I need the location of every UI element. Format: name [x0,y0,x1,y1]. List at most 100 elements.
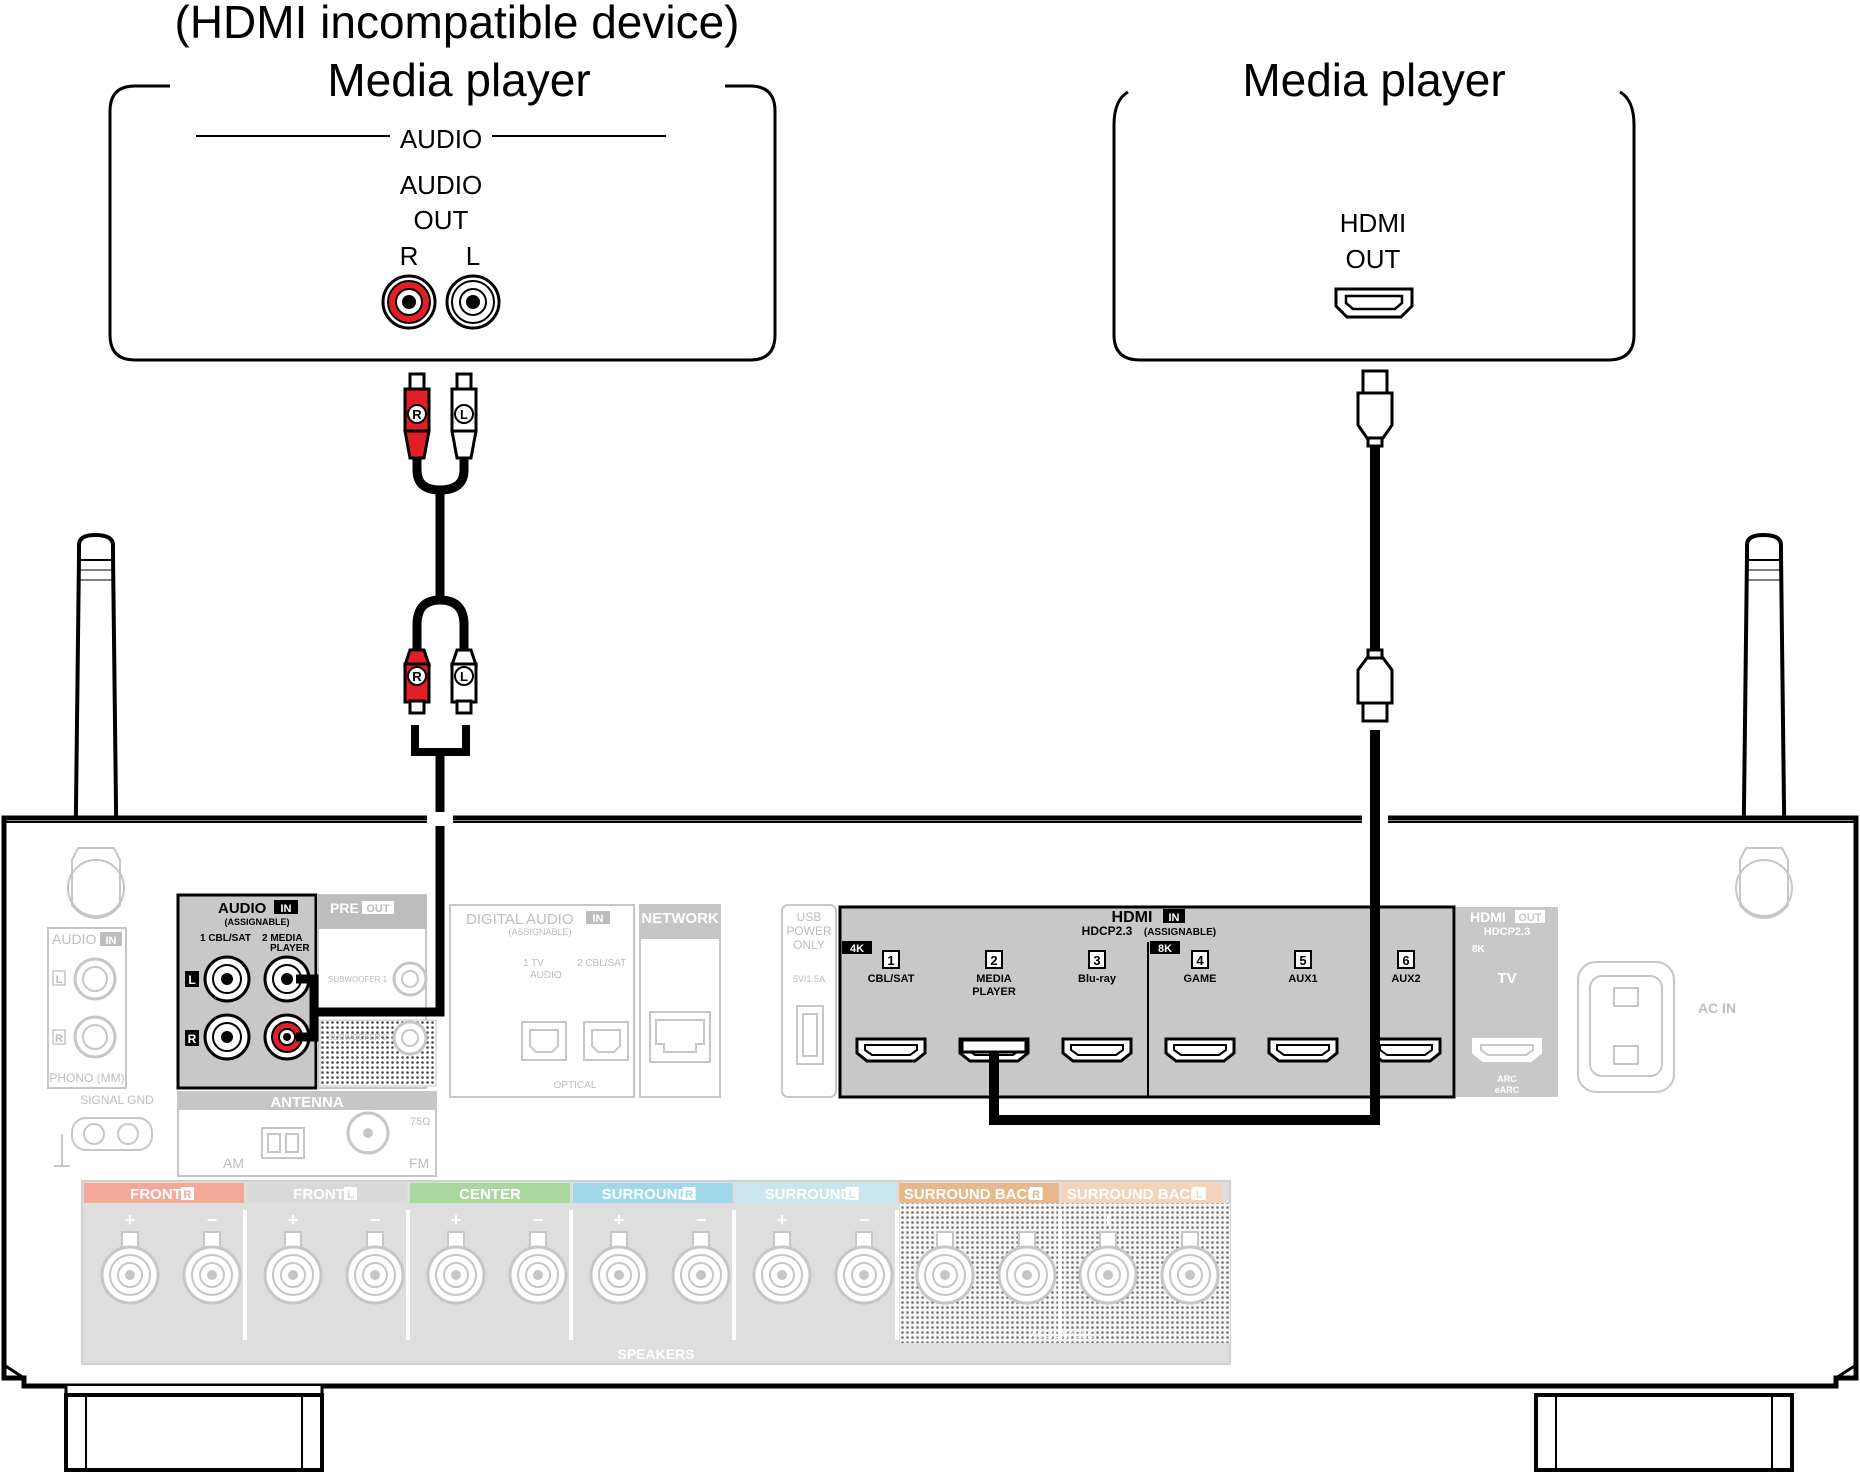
audio-in-title: AUDIO [218,900,267,917]
foot-right-pad [1534,1393,1794,1472]
rca-jack-red [381,274,437,330]
speaker-side-badge: L [1196,1189,1203,1201]
audio-in-l: L [188,973,195,987]
speaker-side-badge: R [184,1189,192,1201]
hdmi-in-port-number: 1 [887,953,894,968]
speaker-side-badge: R [685,1189,693,1201]
plus-sign: + [288,1210,299,1230]
hdmi-out-title: HDMI [1470,909,1506,925]
digital-in-badge: IN [593,913,604,925]
fm-label: FM [409,1155,429,1171]
usb-l2: POWER [786,924,832,938]
speaker-group-label: CENTER [459,1186,521,1203]
speaker-terminal [426,1245,486,1305]
right-media-player: Media player HDMI OUT [1112,54,1636,362]
subwoofer2-label: SUBWOOFER 2 [328,1033,388,1042]
minus-sign: − [370,1210,381,1230]
plus-sign: + [125,1210,136,1230]
hdmi-in-port-number: 6 [1402,953,1409,968]
speaker-terminal [508,1245,568,1305]
plug-l-label-bottom: L [460,669,468,684]
rca-cblsat-l [203,955,251,1003]
speaker-terminal [834,1245,894,1305]
hdmi-in-assignable: (ASSIGNABLE) [1144,927,1216,938]
pre-out-block: PRE OUT SUBWOOFER 1 SUBWOOFER 2 [317,894,437,1089]
ohm-label: 75Ω [410,1116,430,1128]
speaker-side-badge: R [1032,1189,1040,1201]
speaker-group-label: SURROUND BACK [904,1186,1038,1203]
audio-out-l-label: L [466,241,480,271]
audio-in-badge: IN [281,903,292,915]
plus-sign: + [451,1210,462,1230]
hdmi-in-port-name: MEDIA [976,973,1012,985]
hdmi-out-hdcp: HDCP2.3 [1484,926,1530,938]
audio-in-col2b: PLAYER [270,943,310,954]
usb-rating: 5V/1.5A [793,974,825,984]
phono-r: R [55,1033,63,1045]
speaker-group-label: SURROUND [602,1186,689,1203]
speaker-terminal [1078,1245,1138,1305]
speaker-terminal [182,1245,242,1305]
hdmi-in-panel: HDMI IN HDCP2.3 (ASSIGNABLE) 4K 8K 1CBL/… [838,905,1456,1099]
right-device-frame [1112,90,1636,362]
audio-out-line2: OUT [414,205,469,235]
speakers-label: SPEAKERS [617,1346,694,1362]
hdmi-in-title: HDMI [1112,909,1153,926]
rca-mediaplayer-r [263,1013,311,1061]
network-title: NETWORK [641,910,719,927]
plus-sign: + [1103,1210,1114,1230]
plus-sign: + [940,1210,951,1230]
speaker-terminal [915,1245,975,1305]
usb-power-block: USB POWER ONLY 5V/1.5A [781,904,837,1098]
hdmi-in-port-name: AUX1 [1288,973,1317,985]
speaker-terminal [263,1245,323,1305]
speaker-terminal [589,1245,649,1305]
phono-in-badge: IN [106,935,117,947]
optical-label: OPTICAL [554,1080,597,1091]
arc-label: ARC [1497,1074,1517,1084]
speaker-terminal [752,1245,812,1305]
hdmi-in-port-number: 5 [1299,953,1306,968]
speakers-assignable: ASSIGNABLE [1030,1330,1094,1341]
rca-cblsat-r [203,1013,251,1061]
left-device-frame [108,84,777,362]
audio-in-assignable: (ASSIGNABLE) [225,917,290,927]
antenna-title: ANTENNA [270,1094,343,1111]
antenna-right [1740,532,1788,892]
antenna-input-block: ANTENNA AM FM 75Ω [177,1091,437,1177]
hdmi-in-hdcp: HDCP2.3 [1082,924,1133,938]
hdmi-in-port-name: GAME [1184,973,1217,985]
speaker-terminal [671,1245,731,1305]
plug-r-label-bottom: R [412,669,422,684]
hdmi-in-ports: 1CBL/SAT2MEDIAPLAYER3Blu-ray4GAME5AUX16A… [855,950,1442,1063]
digital-assignable: (ASSIGNABLE) [508,927,571,937]
left-device-title: Media player [327,54,590,106]
usb-l1: USB [797,910,822,924]
plug-r-label-top: R [412,407,422,422]
minus-sign: − [1185,1210,1196,1230]
hdmi-out-port [1334,287,1414,319]
ac-in-label: AC IN [1698,1000,1736,1016]
hdmi-in-port-number: 3 [1093,953,1100,968]
phono-l: L [56,974,63,986]
audio-in-col1: 1 CBL/SAT [200,933,251,944]
speaker-group-label: SURROUND [765,1186,852,1203]
hdmi-in-port-name: CBL/SAT [868,973,915,985]
rca-jack-white [445,274,501,330]
phono-input-block: AUDIO IN L R PHONO (MM) SIGNAL GND [47,927,154,1167]
hdmi-in-socket [1164,1037,1236,1063]
subwoofer1-label: SUBWOOFER 1 [328,975,388,984]
minus-sign: − [696,1210,707,1230]
rca-cable-to-receiver-r [296,1012,319,1042]
